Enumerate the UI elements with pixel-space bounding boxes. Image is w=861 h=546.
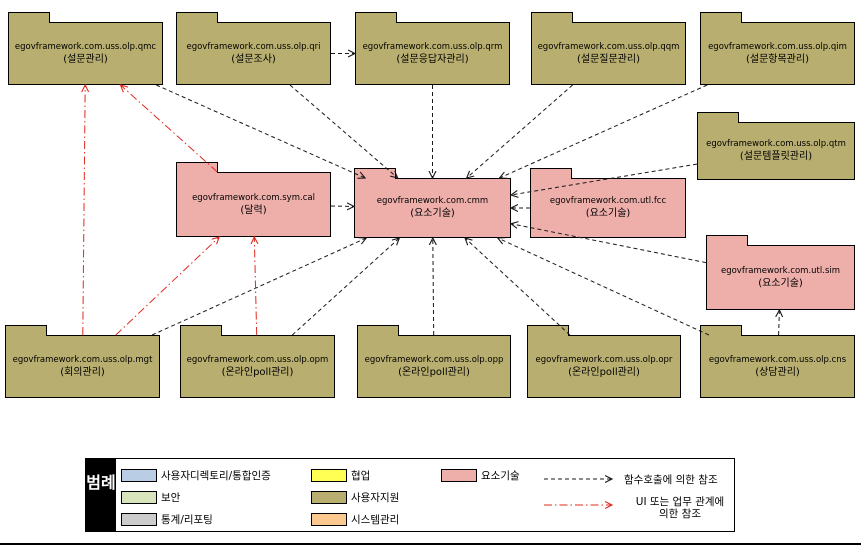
package-fcc: egovframework.com.utl.fcc (요소기술) — [530, 168, 686, 238]
package-name: egovframework.com.sym.cal — [192, 192, 315, 203]
package-tab — [530, 168, 572, 179]
legend-call-arrow-icon — [544, 472, 622, 486]
package-name: egovframework.com.utl.sim — [720, 265, 841, 276]
package-name: egovframework.com.uss.olp.qqm — [537, 41, 680, 52]
package-tab — [176, 162, 218, 173]
package-qri: egovframework.com.uss.olp.qri(설문조사) — [176, 12, 331, 85]
package-opr: egovframework.com.uss.olp.opr(온라인poll관리) — [527, 325, 681, 398]
legend-title: 범례 — [86, 459, 116, 531]
package-name: egovframework.com.uss.olp.opp — [364, 354, 504, 365]
legend-item: 통계/리포팅 — [121, 512, 213, 527]
legend-item-label: 요소기술 — [481, 470, 520, 482]
legend-item: 시스템관리 — [311, 512, 399, 527]
legend-item-label: 시스템관리 — [351, 514, 400, 526]
package-label: (설문템플릿관리) — [739, 151, 813, 162]
package-label: (요소기술) — [410, 208, 455, 219]
package-name: egovframework.com.uss.olp.qtm — [706, 139, 846, 149]
legend-color-swatch — [441, 469, 477, 482]
package-label: (회의관리) — [60, 366, 105, 378]
package-tab — [706, 235, 748, 246]
package-label: (설문조사) — [231, 53, 276, 65]
legend-item: 협업 — [311, 468, 370, 483]
legend-color-swatch — [121, 513, 157, 526]
package-name: egovframework.com.uss.olp.qri — [186, 41, 321, 52]
legend-item: 요소기술 — [441, 468, 520, 483]
package-tab — [697, 112, 739, 123]
package-qmc: egovframework.com.uss.olp.qmc(설문관리) — [8, 12, 163, 85]
package-name: egovframework.com.uss.olp.qrm — [362, 41, 503, 52]
package-label: (요소기술) — [758, 277, 803, 289]
legend-item: 사용자디렉토리/통합인증 — [121, 468, 271, 483]
package-name: egovframework.com.uss.olp.qim — [708, 41, 847, 52]
legend-color-swatch — [121, 469, 157, 482]
legend-item-label: 사용자지원 — [351, 492, 400, 504]
package-name: egovframework.com.utl.fcc — [549, 196, 667, 206]
legend-item-label: 보안 — [161, 492, 181, 504]
package-tab — [8, 12, 50, 23]
package-name: egovframework.com.uss.olp.opr — [535, 354, 673, 365]
legend-item: 보안 — [121, 490, 180, 505]
legend-arrow-label: 함수호출에 의한 참조 — [624, 474, 718, 486]
package-opm: egovframework.com.uss.olp.opm(온라인poll관리) — [180, 325, 335, 398]
package-cns: egovframework.com.uss.olp.cns(상담관리) — [700, 325, 855, 398]
legend-color-swatch — [311, 513, 347, 526]
legend-color-swatch — [311, 469, 347, 482]
package-label: (온라인poll관리) — [398, 366, 470, 378]
package-label: (설문항목관리) — [745, 53, 809, 65]
package-mgt: egovframework.com.uss.olp.mgt(회의관리) — [5, 325, 160, 398]
package-label: (온라인poll관리) — [221, 366, 294, 378]
package-name: egovframework.com.uss.olp.opm — [186, 354, 329, 365]
package-tab — [5, 325, 47, 336]
package-tab — [176, 12, 218, 23]
package-name: egovframework.com.uss.olp.mgt — [12, 354, 153, 365]
legend-color-swatch — [121, 491, 157, 504]
package-label: (설문관리) — [63, 53, 108, 65]
package-qtm: egovframework.com.uss.olp.qtm (설문템플릿관리) — [697, 112, 855, 180]
package-label: (온라인poll관리) — [568, 366, 640, 378]
package-tab — [357, 325, 399, 336]
package-name: egovframework.com.uss.olp.qmc — [14, 41, 157, 52]
package-tab — [180, 325, 222, 336]
package-tab — [355, 12, 397, 23]
legend-color-swatch — [311, 491, 347, 504]
package-name: egovframework.com.uss.olp.cns — [708, 354, 847, 365]
legend-item-label: 협업 — [351, 470, 371, 482]
legend-ui-arrow-icon — [544, 498, 622, 512]
package-tab — [527, 325, 569, 336]
package-cmm: egovframework.com.cmm (요소기술) — [354, 168, 511, 238]
package-label: (달력) — [240, 204, 267, 216]
package-label: (설문질문관리) — [576, 53, 640, 65]
package-opp: egovframework.com.uss.olp.opp(온라인poll관리) — [357, 325, 511, 398]
package-qrm: egovframework.com.uss.olp.qrm(설문응답자관리) — [355, 12, 510, 85]
package-tab — [531, 12, 573, 23]
bottom-border-line — [0, 543, 861, 545]
legend-item-label: 통계/리포팅 — [161, 514, 213, 526]
package-qim: egovframework.com.uss.olp.qim(설문항목관리) — [700, 12, 855, 85]
legend-arrow-label: UI 또는 업무 관계에 의한 참조 — [635, 496, 725, 520]
package-tab — [354, 168, 396, 179]
package-label: (상담관리) — [755, 366, 800, 378]
package-label: (요소기술) — [585, 208, 631, 219]
package-tab — [700, 12, 742, 23]
legend-item: 사용자지원 — [311, 490, 399, 505]
package-tab — [700, 325, 742, 336]
legend-item-label: 사용자디렉토리/통합인증 — [161, 470, 271, 482]
package-sim: egovframework.com.utl.sim(요소기술) — [706, 235, 855, 310]
package-name: egovframework.com.cmm — [376, 196, 489, 206]
package-cal: egovframework.com.sym.cal(달력) — [176, 162, 331, 237]
package-label: (설문응답자관리) — [396, 53, 469, 65]
package-qqm: egovframework.com.uss.olp.qqm(설문질문관리) — [531, 12, 686, 85]
